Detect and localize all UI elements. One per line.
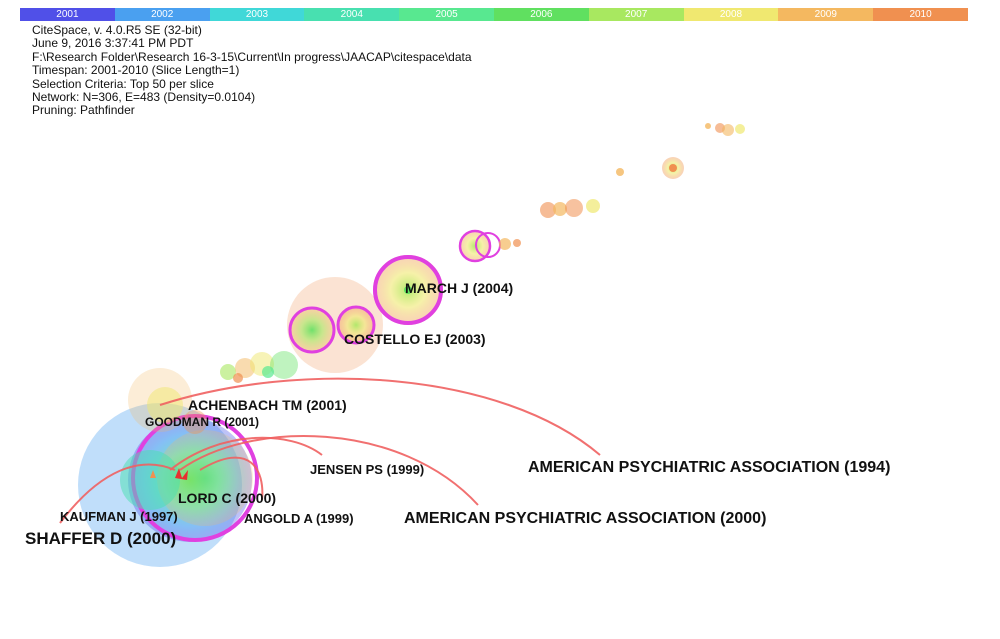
label-apa2000: AMERICAN PSYCHIATRIC ASSOCIATION (2000) xyxy=(404,510,766,527)
march-node-ring xyxy=(373,255,443,325)
costello-node-a-ring xyxy=(288,306,336,354)
year-2006: 2006 xyxy=(493,8,589,21)
costello-node-b-ring xyxy=(336,305,376,345)
citation-arcs xyxy=(59,377,601,524)
march-node-core xyxy=(404,286,412,294)
year-2010: 2010 xyxy=(873,8,968,21)
year-2001: 2001 xyxy=(20,8,115,21)
upper-trail-nodes xyxy=(458,123,745,263)
arc-jensen xyxy=(169,436,323,471)
arc-apa1994 xyxy=(159,377,601,456)
label-shaffer: SHAFFER D (2000) xyxy=(25,529,176,548)
arc-angold xyxy=(199,456,264,501)
label-kaufman: KAUFMAN J (1997) xyxy=(60,509,178,524)
year-2009: 2009 xyxy=(778,8,874,21)
arc-shaffer xyxy=(59,463,176,524)
year-2008: 2008 xyxy=(683,8,779,21)
node-core xyxy=(669,164,677,172)
node xyxy=(540,202,556,218)
date-text: June 9, 2016 3:37:41 PM PDT xyxy=(32,36,194,51)
selection-text: Selection Criteria: Top 50 per slice xyxy=(32,76,214,91)
node xyxy=(735,124,745,134)
network-text: Network: N=306, E=483 (Density=0.0104) xyxy=(32,90,256,105)
path-text: F:\Research Folder\Research 16-3-15\Curr… xyxy=(32,49,472,64)
mid-trail-nodes xyxy=(220,351,298,383)
label-angold: ANGOLD A (1999) xyxy=(244,511,354,526)
node xyxy=(233,373,243,383)
label-apa1994: AMERICAN PSYCHIATRIC ASSOCIATION (1994) xyxy=(528,459,890,476)
achenbach-node xyxy=(147,387,183,423)
info-panel: CiteSpace, v. 4.0.R5 SE (32-bit) June 9,… xyxy=(32,23,472,118)
goodman-node xyxy=(183,410,207,434)
year-2003: 2003 xyxy=(209,8,305,21)
node xyxy=(262,366,274,378)
node xyxy=(459,230,491,262)
node xyxy=(220,364,236,380)
version-text: CiteSpace, v. 4.0.R5 SE (32-bit) xyxy=(32,23,202,37)
node xyxy=(513,239,521,247)
label-goodman: GOODMAN R (2001) xyxy=(145,415,259,429)
node xyxy=(270,351,298,379)
hub-edges-mark-2 xyxy=(150,470,156,478)
label-costello: COSTELLO EJ (2003) xyxy=(344,331,486,347)
year-2007: 2007 xyxy=(588,8,684,21)
label-jensen: JENSEN PS (1999) xyxy=(310,462,424,477)
angold-node xyxy=(157,430,253,526)
node xyxy=(565,199,583,217)
hub-edges-mark xyxy=(175,468,188,480)
label-march: MARCH J (2004) xyxy=(405,280,513,296)
year-2002: 2002 xyxy=(114,8,210,21)
node xyxy=(722,124,734,136)
year-2004: 2004 xyxy=(304,8,400,21)
node xyxy=(705,123,711,129)
node xyxy=(499,238,511,250)
timespan-text: Timespan: 2001-2010 (Slice Length=1) xyxy=(32,63,240,78)
arc-apa2000 xyxy=(179,435,479,506)
costello-node-a xyxy=(290,308,334,352)
main-cluster xyxy=(78,368,259,567)
costello-cluster xyxy=(287,277,383,373)
node xyxy=(586,199,600,213)
march-cluster xyxy=(373,255,443,325)
label-lord: LORD C (2000) xyxy=(178,490,276,506)
node xyxy=(616,168,624,176)
pruning-text: Pruning: Pathfinder xyxy=(32,103,135,118)
node xyxy=(553,202,567,216)
year-2005: 2005 xyxy=(399,8,494,21)
kaufman-node xyxy=(120,450,180,510)
costello-node-b xyxy=(338,307,374,343)
node-ring xyxy=(458,229,492,263)
timeline-bar: 2001 2002 2003 2004 2005 2006 2007 2008 … xyxy=(20,8,968,21)
node xyxy=(235,358,255,378)
label-achenbach: ACHENBACH TM (2001) xyxy=(188,397,347,413)
